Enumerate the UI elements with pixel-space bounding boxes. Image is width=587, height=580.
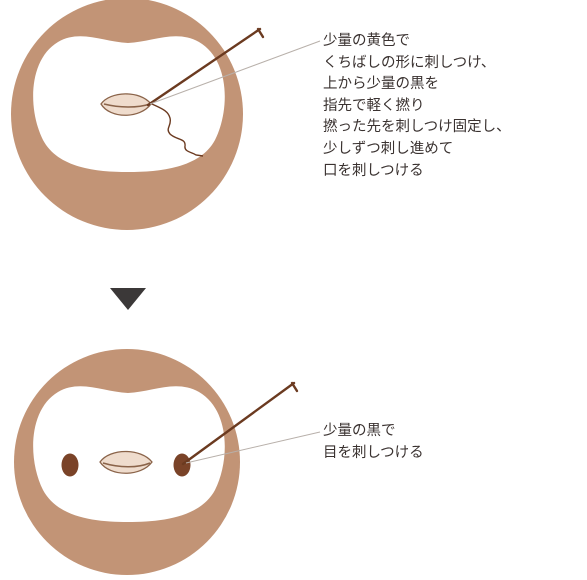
step2-instructions: 少量の黒で 目を刺しつける [323,421,424,464]
step1-instructions: 少量の黄色で くちばしの形に刺しつけ、 上から少量の黒を 指先で軽く撚り 撚った… [323,31,511,182]
step2-beak-mouth-line [102,462,151,468]
step1-black-wool-strand [149,102,204,157]
step1-line: 少量の黄色で [323,33,410,49]
step2-right-eye [173,453,191,477]
step1-felting-needle-tip [256,27,265,39]
step1-line: 指先で軽く撚り [323,97,425,114]
step2-line: 少量の黒で [323,423,396,439]
step1-felting-needle [146,27,262,107]
step1-line: 少しずつ刺し進めて [323,140,454,157]
triangle-down-icon [110,288,146,310]
step2-left-eye [61,453,79,477]
step1-illustration [11,0,321,230]
step2-beak [99,450,153,474]
step1-line: 上から少量の黒を [323,76,439,93]
step2-illustration [14,349,321,575]
step1-line: 口を刺しつける [323,162,424,179]
step2-leader-line [185,431,321,464]
step1-line: 撚った先を刺しつけ固定し、 [323,119,511,136]
step2-felting-needle [181,381,296,466]
step2-line: 目を刺しつける [323,444,424,461]
step1-line: くちばしの形に刺しつけ、 [323,54,496,71]
step2-felting-needle-tip [290,381,299,393]
step1-leader-line [149,40,321,105]
